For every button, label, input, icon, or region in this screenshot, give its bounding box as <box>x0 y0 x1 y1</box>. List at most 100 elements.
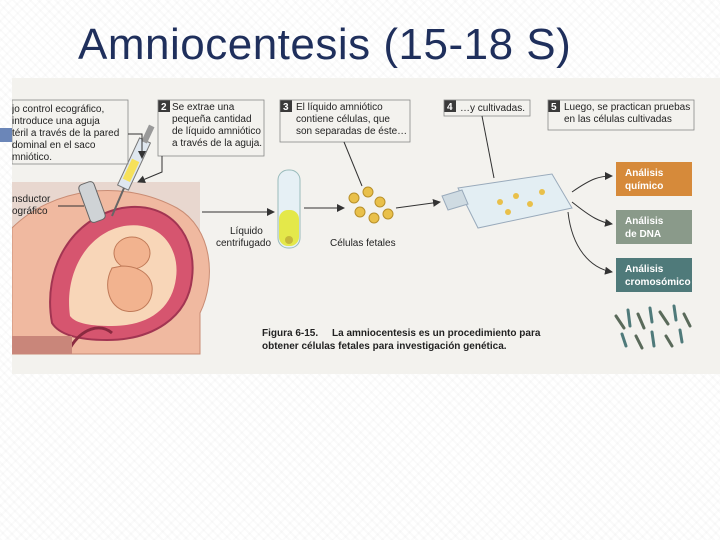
step-2-arrow <box>137 156 163 183</box>
cell <box>368 212 380 224</box>
step1-arrow <box>128 133 146 159</box>
cell <box>382 208 394 220</box>
step-3-line-1: El líquido amniótico <box>296 102 383 113</box>
cell <box>354 206 366 218</box>
chromosome <box>650 330 656 348</box>
test-tube-icon <box>277 169 301 249</box>
caption-figure-number: Figura 6-15. <box>262 328 318 339</box>
chromosome <box>620 332 628 348</box>
cultured-cell <box>539 189 545 195</box>
fetus-head <box>113 236 151 270</box>
transducer-label-line-2: ográfico <box>12 206 48 217</box>
step-2-line-1: Se extrae una <box>172 102 235 113</box>
fetus-body <box>107 265 153 312</box>
cultured-cell <box>505 209 511 215</box>
caption-line-2: obtener células fetales para investigaci… <box>262 341 507 352</box>
chromosome <box>634 334 644 350</box>
chromosome <box>658 310 670 326</box>
analysis-chromosome-line-2: cromosómico <box>625 277 691 288</box>
step1-line-5: mniótico. <box>12 152 52 163</box>
step-2-line-3: de líquido amniótico <box>172 126 261 137</box>
analysis-chemical: Análisis químico <box>616 162 692 196</box>
step1-line-4: dominal en el saco <box>12 140 96 151</box>
analysis-chemical-line-1: Análisis <box>625 168 664 179</box>
slide-accent-bar <box>0 128 14 142</box>
analysis-chromosome-line-1: Análisis <box>625 264 664 275</box>
pelvis-area <box>12 336 72 354</box>
centrifuged-label-line-1: Líquido <box>230 226 263 237</box>
patient-illustration <box>12 182 210 355</box>
test-tube-fluid <box>279 210 299 246</box>
analysis-dna-box <box>616 210 692 244</box>
step-4-line-1: …y cultivadas. <box>460 103 525 114</box>
step-5: 5 Luego, se practican pruebas en las cél… <box>547 99 695 131</box>
chromosome <box>636 312 646 330</box>
step-3-number: 3 <box>283 102 289 113</box>
analysis-dna-line-1: Análisis <box>625 216 664 227</box>
arrow-to-dna-analysis <box>571 201 613 227</box>
step-3-line-2: contiene células, que <box>296 114 390 125</box>
amniocentesis-figure: jo control ecográfico, introduce una agu… <box>12 78 720 374</box>
analysis-chromosome: Análisis cromosómico <box>616 258 692 292</box>
step-3-number-box <box>280 100 292 112</box>
flask-neck <box>441 189 469 211</box>
step-2: 2 Se extrae una pequeña cantidad de líqu… <box>137 99 265 183</box>
flask-body <box>457 173 573 229</box>
syringe-fluid <box>122 158 140 183</box>
culture-flask-icon <box>441 173 573 229</box>
amniocentesis-diagram: jo control ecográfico, introduce una agu… <box>12 99 695 355</box>
chromosome <box>614 314 626 330</box>
step-2-number: 2 <box>161 102 167 113</box>
chromosome <box>672 304 678 322</box>
step1-line-2: introduce una aguja <box>12 116 100 127</box>
analysis-dna-line-2: de DNA <box>625 229 661 240</box>
caption-line-1: La amniocentesis es un procedimiento par… <box>332 328 541 339</box>
transducer-label: nsductor ográfico <box>12 194 84 217</box>
chromosome <box>682 312 692 328</box>
test-tube-pellet <box>285 236 293 244</box>
fetal-cells-label: Células fetales <box>330 238 396 249</box>
step-4: 4 …y cultivadas. <box>443 99 531 179</box>
transducer-label-line-1: nsductor <box>12 194 51 205</box>
step-3-line-3: son separadas de éste… <box>296 126 407 137</box>
cultured-cell <box>527 201 533 207</box>
step-4-number-box <box>444 100 456 112</box>
step1-box <box>12 99 129 165</box>
cell <box>348 192 360 204</box>
step-4-number: 4 <box>447 102 453 113</box>
transducer-icon <box>78 181 106 223</box>
analysis-chemical-box <box>616 162 692 196</box>
step-3-box <box>279 99 411 143</box>
syringe-plunger <box>141 124 155 144</box>
centrifuged-label-line-2: centrifugado <box>216 238 271 249</box>
chromosome <box>678 328 684 344</box>
step-2-line-2: pequeña cantidad <box>172 114 252 125</box>
step-5-number: 5 <box>551 102 557 113</box>
step-5-line-1: Luego, se practican pruebas <box>564 102 690 113</box>
step-2-box <box>157 99 265 157</box>
step1-text: jo control ecográfico, introduce una agu… <box>12 99 146 165</box>
analysis-dna: Análisis de DNA <box>616 210 692 244</box>
fetal-cells-icon <box>348 186 394 224</box>
cultured-cell <box>497 199 503 205</box>
chromosome <box>664 334 674 348</box>
arrow-to-chemical-analysis <box>571 172 613 193</box>
step-5-line-2: en las células cultivadas <box>564 114 672 125</box>
placenta <box>68 326 113 349</box>
step1-line-1: jo control ecográfico, <box>12 104 104 115</box>
step-3: 3 El líquido amniótico contiene células,… <box>279 99 411 187</box>
step-3-pointer <box>343 141 363 187</box>
cell <box>362 186 374 198</box>
chromosome <box>648 306 654 324</box>
step-4-box <box>443 99 531 117</box>
needle <box>111 187 125 217</box>
step-2-number-box <box>158 100 170 112</box>
cell <box>374 196 386 208</box>
step-4-pointer <box>481 115 495 179</box>
step-5-box <box>547 99 695 131</box>
step1-line-3: téril a través de la pared <box>12 128 119 139</box>
step-2-line-4: a través de la aguja. <box>172 138 262 149</box>
analysis-chromosome-box <box>616 258 692 292</box>
arrow-to-chromosome-analysis <box>567 211 613 275</box>
transducer-body <box>78 181 106 223</box>
